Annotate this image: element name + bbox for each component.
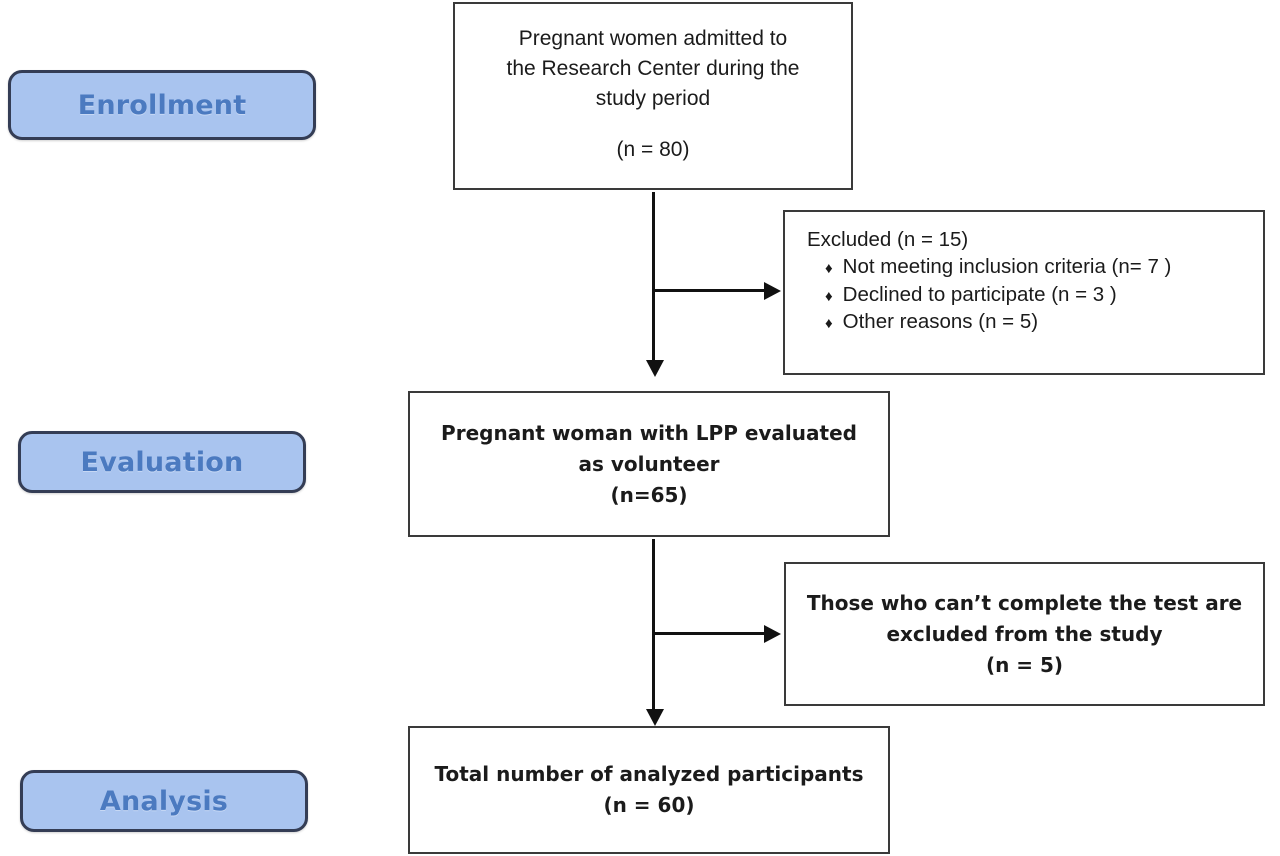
box-excluded-bullet-3: ♦ Other reasons (n = 5) xyxy=(807,308,1263,335)
stage-pill-evaluation: Evaluation xyxy=(18,431,306,493)
box-evaluated-line-2: as volunteer xyxy=(578,451,720,476)
connector-evaluated-to-analyzed-stem xyxy=(652,539,655,713)
box-excluded: Excluded (n = 15) ♦ Not meeting inclusio… xyxy=(783,210,1265,375)
box-notest-line-2: excluded from the study xyxy=(886,621,1163,646)
diamond-bullet-icon: ♦ xyxy=(825,260,833,278)
diamond-bullet-icon: ♦ xyxy=(825,287,833,305)
stage-label-enrollment: Enrollment xyxy=(77,89,247,121)
stage-label-evaluation: Evaluation xyxy=(80,446,244,478)
box-excluded-bullet-1-text: Not meeting inclusion criteria (n= 7 ) xyxy=(842,255,1172,279)
box-excluded-bullet-1: ♦ Not meeting inclusion criteria (n= 7 ) xyxy=(807,253,1263,280)
box-excluded-heading: Excluded (n = 15) xyxy=(807,228,969,251)
stage-label-analysis: Analysis xyxy=(99,785,229,817)
box-not-completed-excluded: Those who can’t complete the test are ex… xyxy=(784,562,1265,706)
connector-branch-to-excluded xyxy=(652,289,766,292)
stage-pill-analysis: Analysis xyxy=(20,770,308,832)
box-notest-line-1: Those who can’t complete the test are xyxy=(806,590,1243,615)
box-evaluated-line-1: Pregnant woman with LPP evaluated xyxy=(441,420,857,445)
box-admitted-spacer xyxy=(455,113,851,135)
box-total-analyzed: Total number of analyzed participants (n… xyxy=(408,726,890,854)
box-analyzed-line-1: Total number of analyzed participants xyxy=(434,762,864,786)
box-excluded-bullet-2: ♦ Declined to participate (n = 3 ) xyxy=(807,281,1263,308)
box-admitted-line-1: Pregnant women admitted to xyxy=(518,27,788,50)
connector-admitted-to-evaluated-stem xyxy=(652,192,655,364)
box-evaluated-volunteers: Pregnant woman with LPP evaluated as vol… xyxy=(408,391,890,537)
box-admitted-line-3: study period xyxy=(595,86,711,110)
box-excluded-bullet-3-text: Other reasons (n = 5) xyxy=(842,309,1039,333)
arrowhead-down-to-evaluated xyxy=(646,360,664,377)
box-evaluated-count: (n=65) xyxy=(610,482,688,507)
connector-branch-to-not-completed xyxy=(652,632,766,635)
box-pregnant-women-admitted: Pregnant women admitted to the Research … xyxy=(453,2,853,190)
box-excluded-bullet-2-text: Declined to participate (n = 3 ) xyxy=(842,282,1117,306)
arrowhead-down-to-analyzed xyxy=(646,709,664,726)
arrowhead-right-to-excluded xyxy=(764,282,781,300)
box-admitted-line-2: the Research Center during the xyxy=(506,56,800,80)
box-notest-count: (n = 5) xyxy=(985,652,1064,677)
box-admitted-count: (n = 80) xyxy=(616,138,690,162)
arrowhead-right-to-not-completed xyxy=(764,625,781,643)
diamond-bullet-icon: ♦ xyxy=(825,314,833,332)
stage-pill-enrollment: Enrollment xyxy=(8,70,316,140)
box-analyzed-count: (n = 60) xyxy=(603,793,695,817)
